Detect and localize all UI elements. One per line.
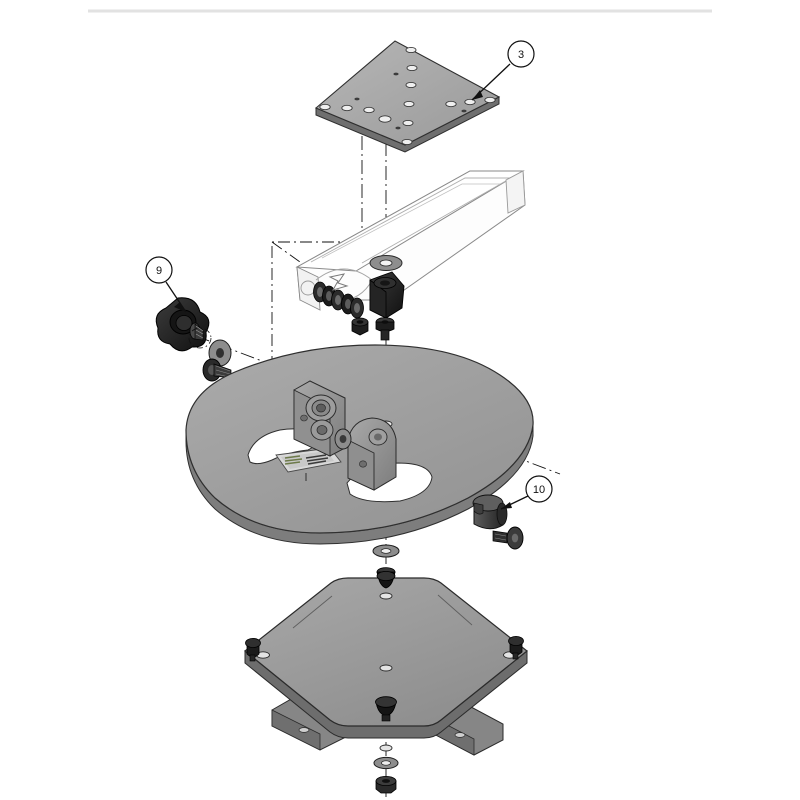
base-foot-left <box>245 638 261 662</box>
star-knob <box>155 297 212 352</box>
top-plate-holes <box>319 46 496 146</box>
pivot-bracket-left <box>293 380 346 457</box>
balloon-10-arrowhead <box>501 502 512 509</box>
base-hole-bottom <box>379 744 393 752</box>
balloon-9-arrowhead <box>174 302 186 312</box>
arm-pivot-knob-cluster <box>313 271 405 341</box>
pivot-bracket-right <box>334 417 397 491</box>
bushing-stack <box>313 281 364 319</box>
balloon-3-arrowhead <box>472 90 483 100</box>
balloon-9-circle[interactable] <box>145 256 173 284</box>
stop-bumper-bolt <box>492 526 524 550</box>
pivot-socket-bolt <box>375 317 395 341</box>
base-top-knob <box>376 571 396 589</box>
base-center-knob <box>375 696 397 722</box>
center-washer <box>372 544 400 558</box>
balloon-10-circle[interactable] <box>525 475 553 503</box>
top-mounting-plate <box>314 40 501 153</box>
base-plate <box>244 577 528 756</box>
balloon-3[interactable]: 3 <box>471 40 535 101</box>
balloon-9[interactable]: 9 <box>145 256 187 313</box>
top-plate-small-holes <box>354 72 467 130</box>
balloon-10[interactable]: 10 <box>500 475 553 510</box>
base-hole-top <box>379 592 393 600</box>
pivot-hex-nut <box>351 317 369 336</box>
support-arm <box>295 170 526 311</box>
bottom-washer <box>373 756 399 770</box>
bottom-nut <box>375 776 397 794</box>
balloon-3-circle[interactable] <box>507 40 535 68</box>
base-hole-center <box>379 664 393 672</box>
base-foot-right <box>508 636 524 660</box>
cylindrical-stop-bumper <box>472 494 508 530</box>
